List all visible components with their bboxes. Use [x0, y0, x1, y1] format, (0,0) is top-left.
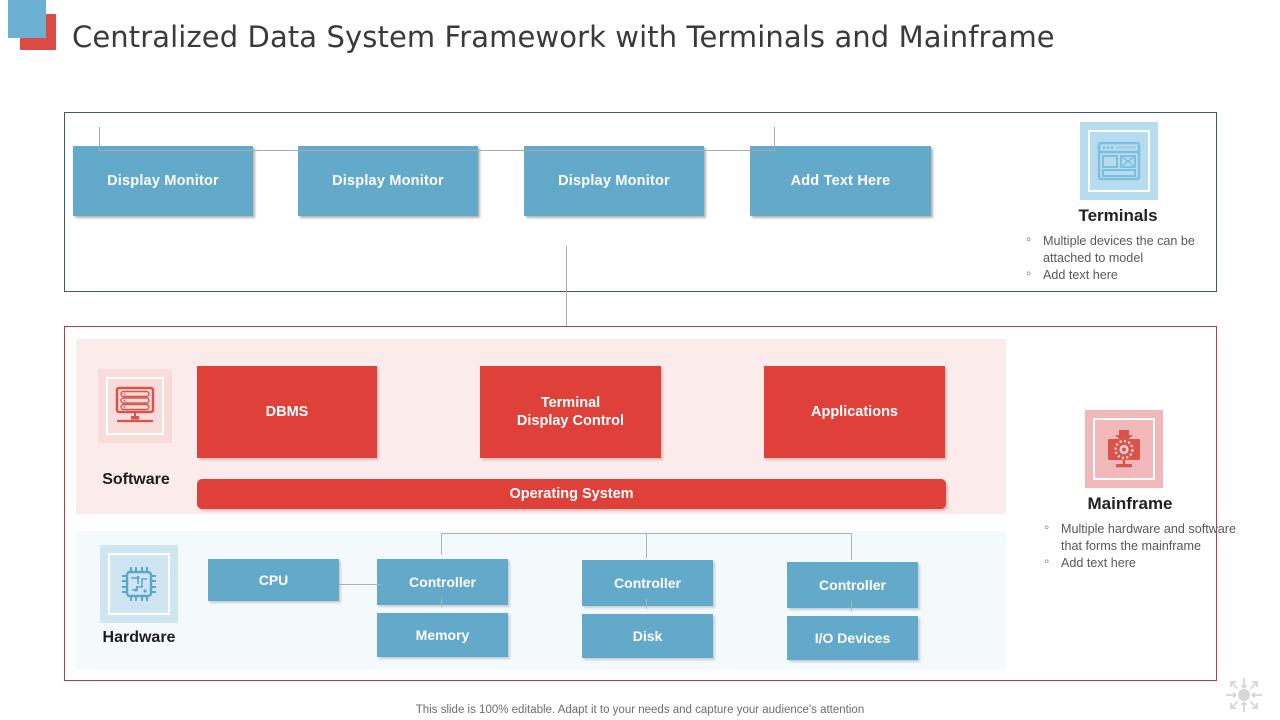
bus-drop-controller-2	[646, 533, 647, 558]
terminals-icon-frame	[1080, 122, 1158, 200]
hardware-box-controller-2[interactable]: Controller	[582, 560, 713, 606]
browser-window-icon	[1088, 130, 1150, 192]
list-item: Add text here	[1022, 266, 1218, 284]
mainframe-title: Mainframe	[1087, 494, 1173, 513]
server-rack-monitor-icon-svg	[115, 386, 155, 423]
monitor-gear-download-icon-svg	[1108, 430, 1140, 468]
hardware-box-io-devices[interactable]: I/O Devices	[787, 616, 918, 660]
display-monitor-row: Display Monitor Display Monitor Display …	[65, 113, 1216, 291]
mainframe-info-card: Mainframe Multiple hardware and software…	[1040, 410, 1240, 573]
focus-collapse-arrows-icon-svg	[1226, 678, 1262, 712]
bus-drop-controller-3	[851, 533, 852, 560]
brand-logo	[8, 0, 68, 55]
server-rack-monitor-icon	[106, 377, 164, 435]
software-label: Software	[102, 471, 170, 488]
mainframe-icon-frame	[1085, 410, 1163, 488]
software-box-applications[interactable]: Applications	[764, 366, 945, 458]
monitor-gear-download-icon	[1093, 418, 1155, 480]
focus-collapse-arrows-icon[interactable]	[1222, 676, 1266, 714]
display-monitor-box-1[interactable]: Display Monitor	[73, 146, 253, 216]
controller-io-connector	[851, 601, 852, 611]
display-monitor-box-2[interactable]: Display Monitor	[298, 146, 478, 216]
hardware-box-memory[interactable]: Memory	[377, 613, 508, 657]
hardware-box-cpu[interactable]: CPU	[208, 559, 339, 601]
logo-blue-square	[8, 0, 46, 38]
hardware-box-controller-1[interactable]: Controller	[377, 559, 508, 605]
terminals-bullet-list: Multiple devices the can be attached to …	[1022, 232, 1218, 284]
monitor-bracket-connector	[99, 127, 775, 151]
operating-system-bar[interactable]: Operating System	[197, 479, 946, 509]
terminals-panel: Display Monitor Display Monitor Display …	[64, 112, 1217, 292]
microchip-icon-svg	[122, 567, 156, 601]
bus-drop-controller-1	[441, 533, 442, 555]
software-icon-frame	[98, 369, 172, 443]
microchip-icon	[108, 553, 170, 615]
display-monitor-box-3[interactable]: Display Monitor	[524, 146, 704, 216]
terminal-to-mainframe-connector	[566, 246, 567, 361]
hardware-box-disk[interactable]: Disk	[582, 614, 713, 658]
software-box-applications-label: Applications	[810, 404, 898, 420]
terminals-info-card: Terminals Multiple devices the can be at…	[1022, 122, 1218, 285]
software-box-dbms-label: DBMS	[265, 404, 309, 420]
cpu-controller-connector	[339, 584, 381, 585]
list-item: Add text here	[1040, 554, 1240, 572]
terminals-title: Terminals	[1078, 206, 1158, 225]
display-monitor-box-4[interactable]: Add Text Here	[750, 146, 931, 216]
mainframe-bullet-list: Multiple hardware and software that form…	[1040, 520, 1240, 572]
page-title: Centralized Data System Framework with T…	[72, 20, 1055, 54]
software-box-dbms[interactable]: DBMS	[197, 366, 377, 458]
hardware-band: Hardware CPU Controller Memory Controlle…	[76, 531, 1006, 670]
controller-disk-connector	[646, 599, 647, 609]
list-item: Multiple devices the can be attached to …	[1022, 232, 1218, 266]
browser-window-icon-svg	[1097, 141, 1141, 181]
footer-note: This slide is 100% editable. Adapt it to…	[415, 704, 865, 716]
controller-memory-connector	[441, 597, 442, 607]
hardware-box-controller-3[interactable]: Controller	[787, 562, 918, 608]
hardware-icon-frame	[100, 545, 178, 623]
list-item: Multiple hardware and software that form…	[1040, 520, 1240, 554]
hardware-label: Hardware	[102, 629, 176, 646]
